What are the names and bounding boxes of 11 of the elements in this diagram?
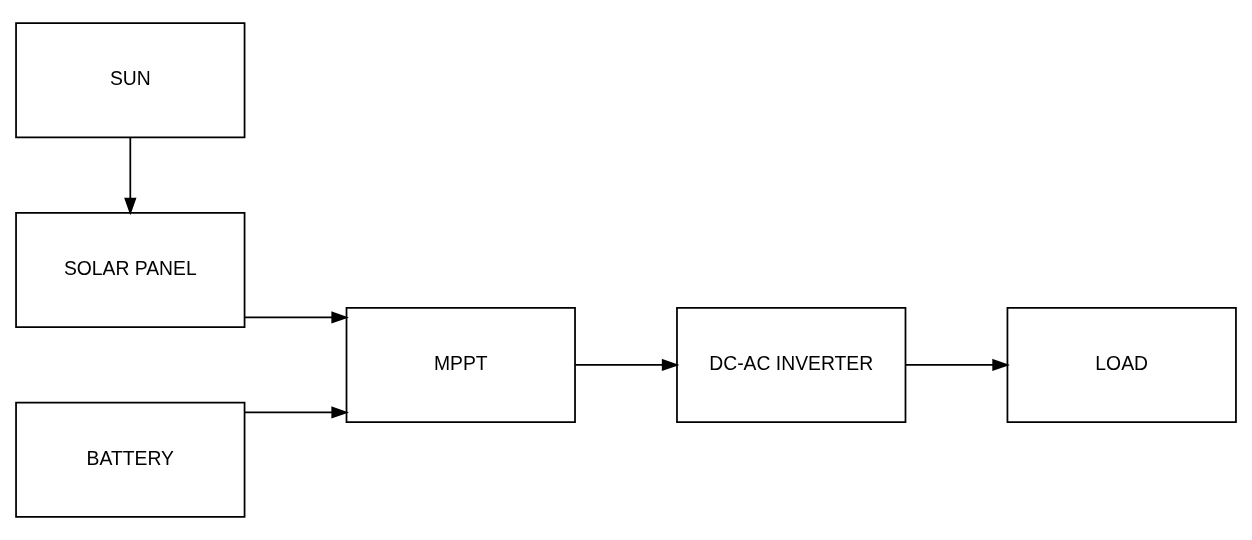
node-box: BATTERY xyxy=(15,401,246,518)
arrow xyxy=(574,358,680,372)
node-box: DC-AC INVERTER xyxy=(676,306,907,423)
arrow xyxy=(244,311,349,324)
node-box: MPPT xyxy=(345,306,576,423)
arrow xyxy=(905,358,1010,372)
arrow xyxy=(124,136,137,216)
node-box: LOAD xyxy=(1006,306,1237,423)
arrow xyxy=(244,406,349,419)
node-box: SOLAR PANEL xyxy=(15,212,246,328)
node-box: SUN xyxy=(15,22,246,139)
